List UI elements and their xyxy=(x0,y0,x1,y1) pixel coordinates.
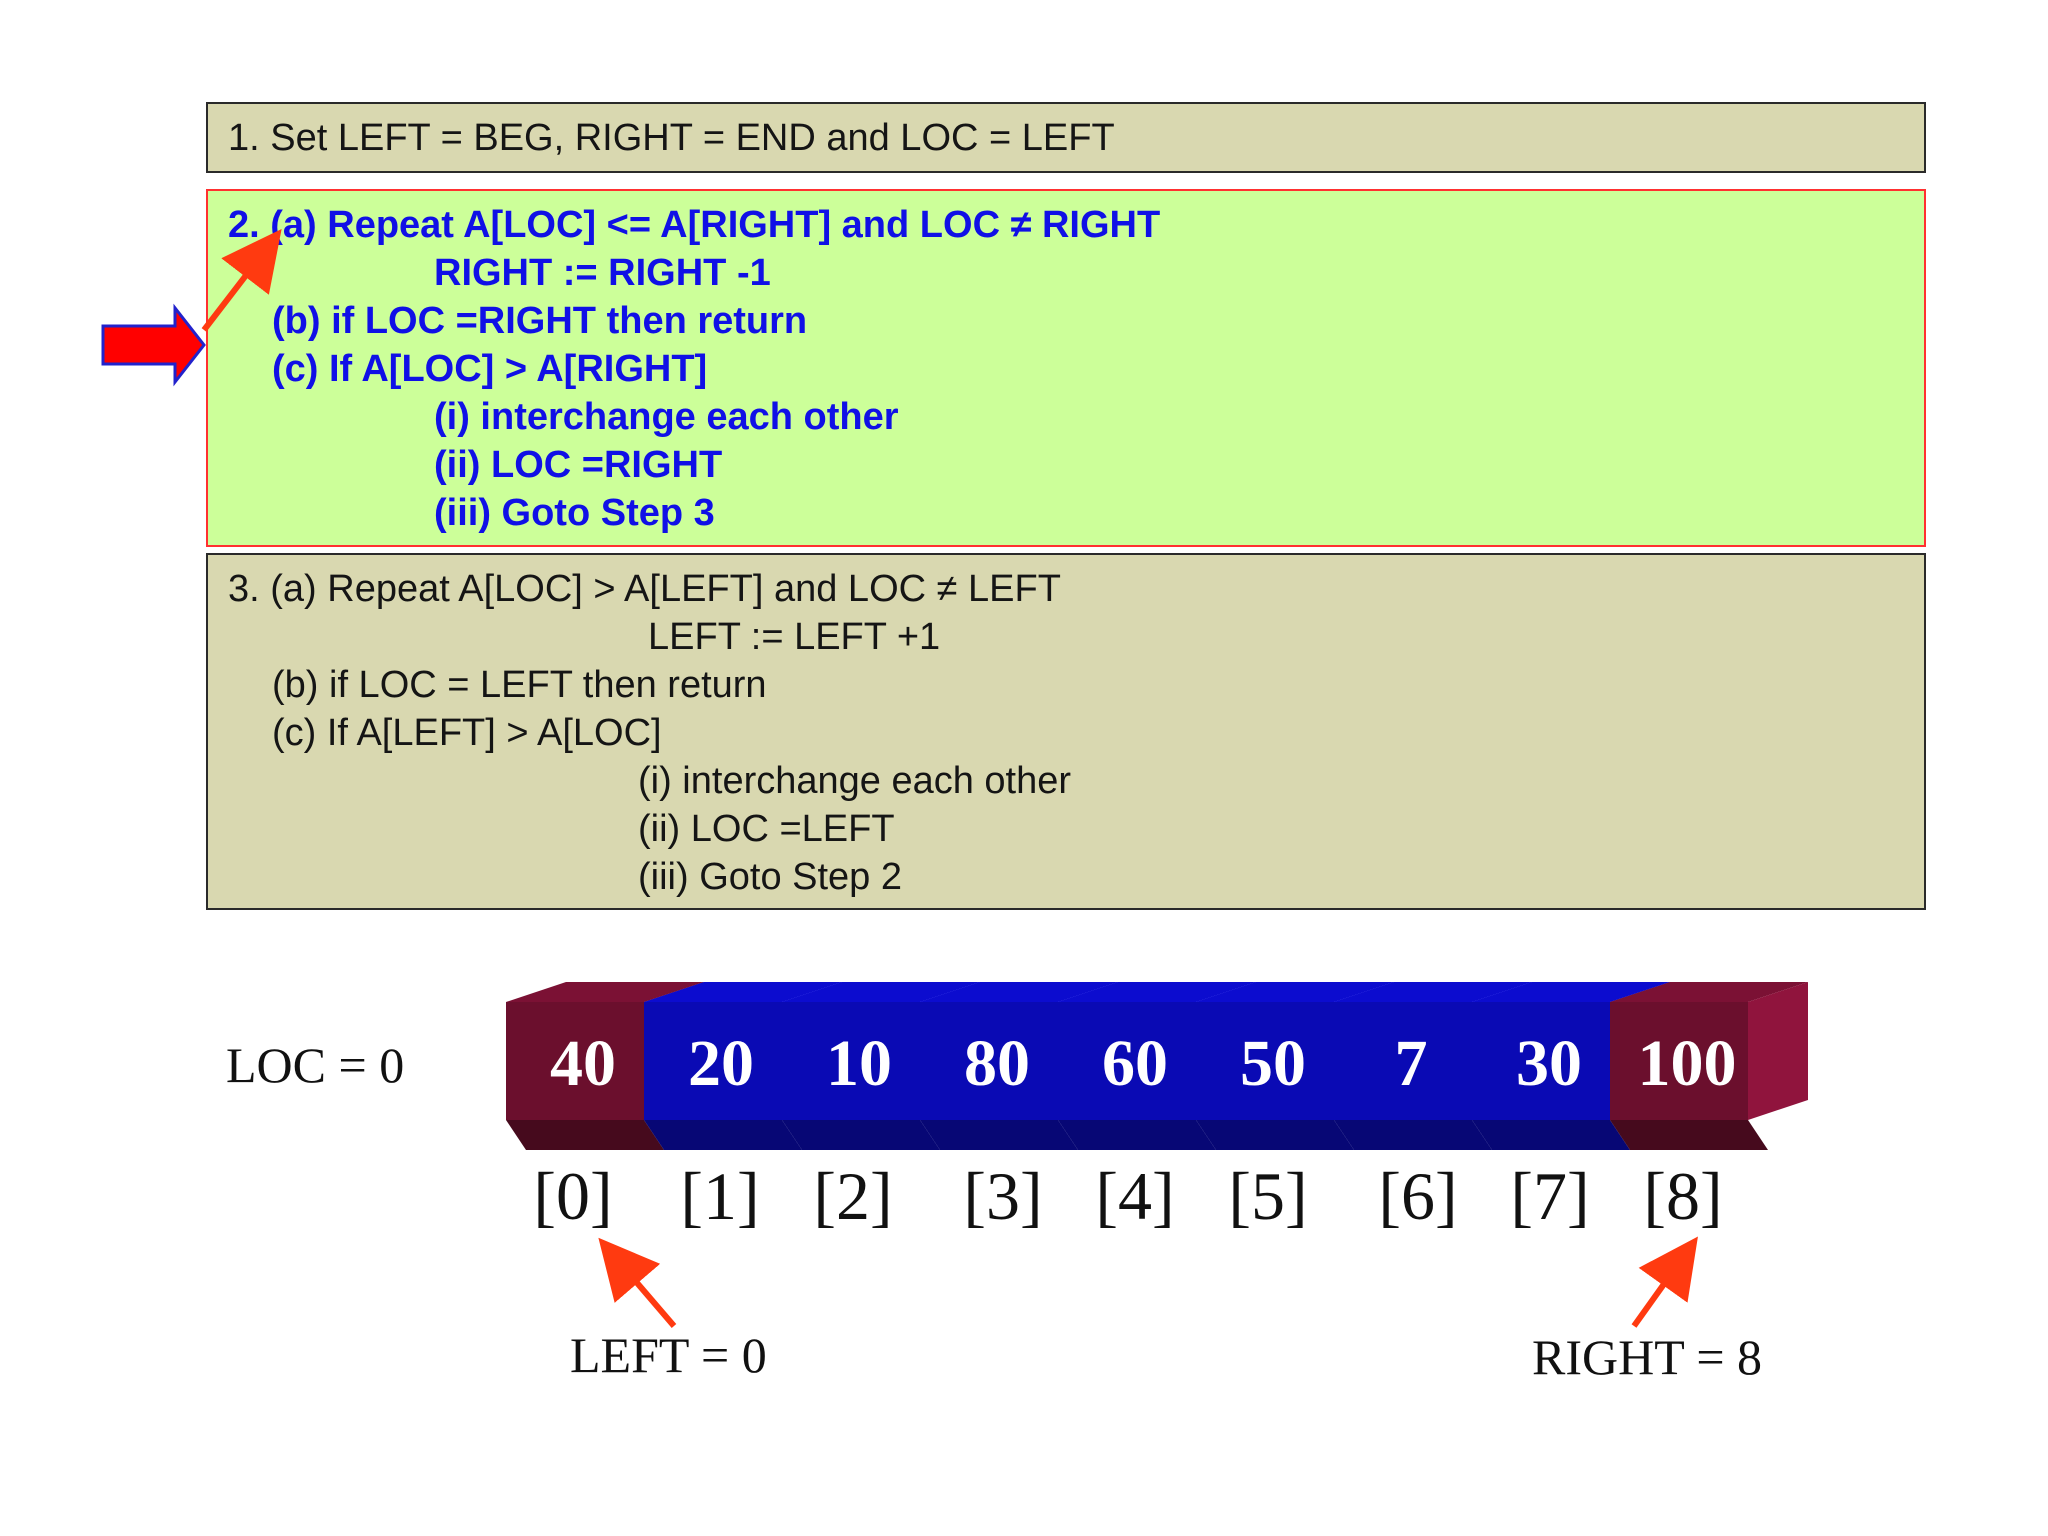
array-index-2: [2] xyxy=(798,1156,908,1236)
array-index-8: [8] xyxy=(1628,1156,1738,1236)
array-cell-value-5: 50 xyxy=(1240,1027,1306,1100)
array-index-7: [7] xyxy=(1495,1156,1605,1236)
array-cell-bottom-5 xyxy=(1196,1120,1354,1150)
array-cell-value-6: 7 xyxy=(1395,1027,1428,1100)
array-index-1: [1] xyxy=(665,1156,775,1236)
array-cell-value-0: 40 xyxy=(550,1027,616,1100)
array-cell-bottom-7 xyxy=(1472,1120,1630,1150)
array-cell-bottom-2 xyxy=(782,1120,940,1150)
array-cell-value-7: 30 xyxy=(1516,1027,1582,1100)
array-cell-value-2: 10 xyxy=(826,1027,892,1100)
array-index-6: [6] xyxy=(1363,1156,1473,1236)
array-cell-bottom-8 xyxy=(1610,1120,1768,1150)
right-label: RIGHT = 8 xyxy=(1532,1328,1762,1386)
array-cell-side-8 xyxy=(1748,982,1808,1120)
array-cell-bottom-1 xyxy=(644,1120,802,1150)
array-cell-value-8: 100 xyxy=(1638,1027,1737,1100)
array-cell-value-3: 80 xyxy=(964,1027,1030,1100)
array-cell-bottom-6 xyxy=(1334,1120,1492,1150)
array-index-3: [3] xyxy=(948,1156,1058,1236)
array-cell-bottom-3 xyxy=(920,1120,1078,1150)
array-cell-value-1: 20 xyxy=(688,1027,754,1100)
array-index-4: [4] xyxy=(1080,1156,1190,1236)
array-cell-value-4: 60 xyxy=(1102,1027,1168,1100)
array-cell-bottom-0 xyxy=(506,1120,664,1150)
array-cell-bottom-4 xyxy=(1058,1120,1216,1150)
array-index-0: [0] xyxy=(518,1156,628,1236)
loc-label: LOC = 0 xyxy=(226,1036,404,1094)
left-label: LEFT = 0 xyxy=(570,1326,767,1384)
array-index-5: [5] xyxy=(1213,1156,1323,1236)
